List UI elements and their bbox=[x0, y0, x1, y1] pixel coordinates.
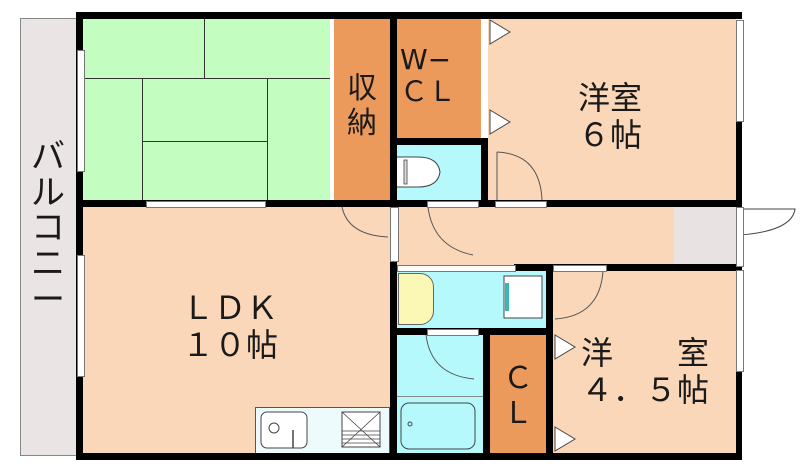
closet-door-icon bbox=[489, 19, 511, 135]
wall bbox=[77, 453, 742, 460]
sliding-door bbox=[146, 201, 266, 208]
opening bbox=[397, 265, 516, 272]
stove-icon bbox=[341, 411, 381, 448]
ldk-label: ＬＤＫ １０帖 bbox=[181, 289, 278, 364]
window bbox=[77, 255, 85, 377]
closet-door-icon bbox=[554, 334, 576, 452]
window bbox=[736, 20, 744, 122]
tatami-room bbox=[82, 18, 330, 201]
wall bbox=[76, 12, 83, 460]
western-room-6-label: 洋室 ６帖 bbox=[577, 79, 642, 154]
entrance-door-icon bbox=[739, 208, 796, 236]
door-swing-icon bbox=[425, 334, 475, 380]
tatami-line bbox=[82, 78, 330, 79]
western-room-6 bbox=[488, 18, 736, 201]
hallway bbox=[396, 207, 674, 265]
sink-icon bbox=[260, 411, 308, 449]
storage-room bbox=[334, 18, 390, 201]
wall bbox=[390, 138, 488, 145]
toilet-icon bbox=[396, 156, 441, 188]
opening bbox=[427, 329, 479, 336]
wall bbox=[396, 200, 742, 207]
bathtub-icon bbox=[400, 402, 476, 450]
walk-in-closet-label: W− ＣＬ bbox=[400, 43, 457, 109]
door-swing-icon bbox=[341, 206, 389, 238]
wall bbox=[481, 138, 488, 207]
storage-label: 収 納 bbox=[347, 71, 377, 141]
opening bbox=[553, 265, 607, 272]
tatami-line bbox=[267, 78, 268, 201]
wall bbox=[736, 120, 742, 210]
closet bbox=[490, 335, 546, 456]
entrance bbox=[674, 207, 736, 265]
bathroom bbox=[396, 335, 483, 456]
washing-machine-icon bbox=[503, 275, 543, 319]
door-swing-icon bbox=[496, 151, 543, 201]
wall bbox=[514, 264, 742, 271]
opening bbox=[736, 207, 744, 267]
opening bbox=[427, 201, 479, 208]
tatami-line bbox=[142, 78, 143, 201]
western-room-4-5 bbox=[553, 271, 736, 456]
wall bbox=[736, 370, 742, 460]
door-swing-icon bbox=[427, 206, 474, 256]
balcony-area bbox=[20, 18, 77, 456]
opening bbox=[390, 207, 399, 262]
window bbox=[736, 270, 744, 372]
western-room-4-5-label: 洋 室 ４．５帖 bbox=[580, 334, 709, 409]
door-swing-icon bbox=[554, 270, 604, 320]
wall bbox=[546, 264, 553, 460]
wall bbox=[390, 12, 397, 207]
bathroom-divider bbox=[396, 396, 483, 397]
vanity-icon bbox=[398, 273, 434, 325]
wall bbox=[77, 12, 742, 19]
walk-in-closet bbox=[396, 18, 481, 138]
tatami-line bbox=[204, 18, 205, 78]
wall bbox=[483, 328, 490, 460]
opening bbox=[495, 201, 547, 208]
wall bbox=[390, 260, 397, 460]
balcony-label: バルコニー bbox=[31, 137, 65, 320]
tatami-line bbox=[142, 141, 267, 142]
window bbox=[77, 50, 85, 172]
closet-label: Ｃ Ｌ bbox=[503, 361, 533, 431]
